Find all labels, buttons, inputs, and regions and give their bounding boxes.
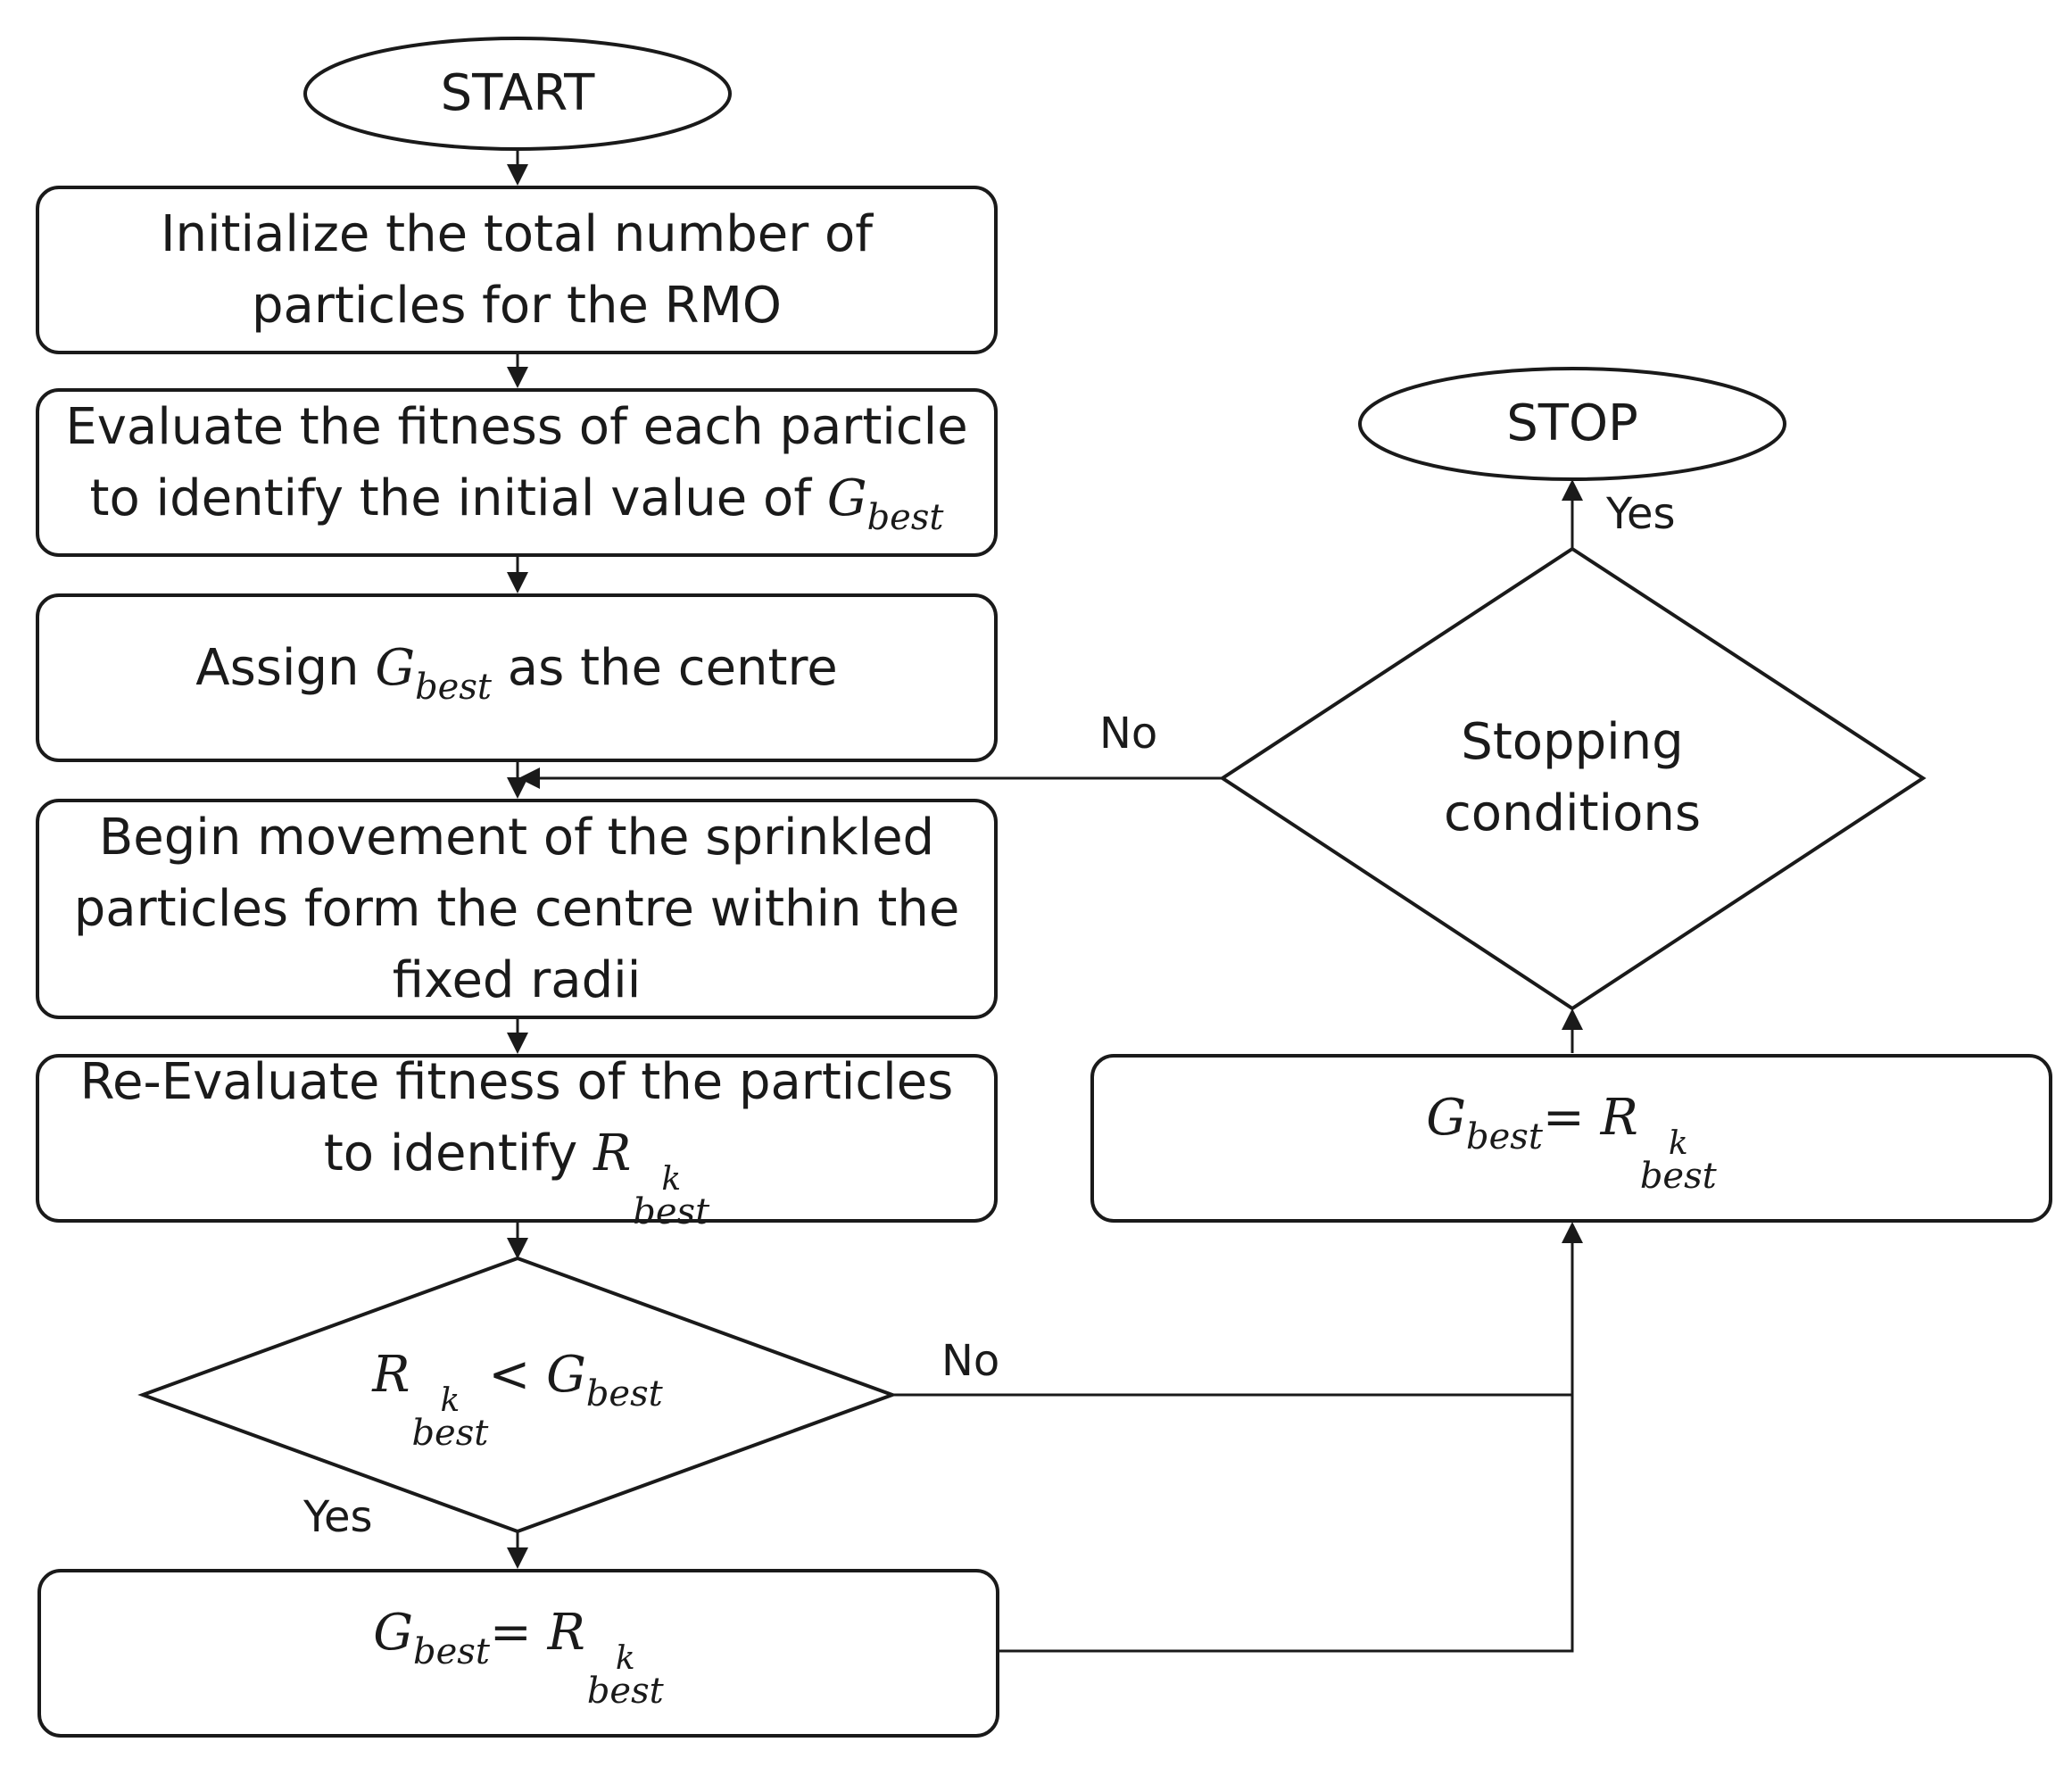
- reevaluate-line-1: Re-Evaluate fitness of the particles: [79, 1053, 954, 1111]
- init-process-box: Initialize the total number of particles…: [36, 186, 998, 354]
- movement-line-2: particles form the centre within the: [73, 879, 960, 938]
- stopping-decision: Stopping conditions: [1365, 705, 1779, 851]
- init-line-1: Initialize the total number of: [160, 204, 874, 263]
- stopping-line-2: conditions: [1443, 784, 1702, 842]
- assign-line: Assign Gbest as the centre: [195, 633, 837, 723]
- stopping-line-1: Stopping: [1461, 713, 1684, 771]
- start-terminal: START: [305, 38, 730, 149]
- reevaluate-process-box: Re-Evaluate fitness of the particles to …: [36, 1053, 998, 1230]
- reevaluate-line-2-text: to identify: [323, 1124, 578, 1182]
- stopping-yes-label: Yes: [1606, 489, 1676, 539]
- compare-no-label: No: [941, 1336, 1000, 1386]
- stopping-no-label: No: [1099, 709, 1158, 759]
- assign-pre: Assign: [195, 639, 360, 697]
- assign-post: as the centre: [507, 639, 838, 697]
- evaluate-line-2: to identify the initial value of Gbest: [90, 463, 944, 553]
- start-label: START: [440, 64, 595, 122]
- stop-terminal: STOP: [1360, 369, 1785, 479]
- compare-yes-label: Yes: [303, 1492, 373, 1542]
- evaluate-line-1: Evaluate the fitness of each particle: [65, 398, 968, 456]
- movement-line-3: fixed radii: [392, 950, 642, 1009]
- stop-label: STOP: [1506, 394, 1638, 452]
- assign-process-box: Assign Gbest as the centre: [36, 593, 998, 762]
- evaluate-line-2-text: to identify the initial value of: [89, 469, 812, 527]
- init-line-2: particles for the RMO: [252, 276, 782, 335]
- movement-process-box: Begin movement of the sprinkled particle…: [36, 799, 998, 1019]
- connector-update-left-to-merge: [999, 1222, 1583, 1653]
- assign-symbol: Gbest: [375, 639, 492, 708]
- movement-line-1: Begin movement of the sprinkled: [98, 808, 935, 867]
- evaluate-symbol: Gbest: [826, 469, 944, 538]
- evaluate-process-box: Evaluate the fitness of each particle to…: [36, 388, 998, 557]
